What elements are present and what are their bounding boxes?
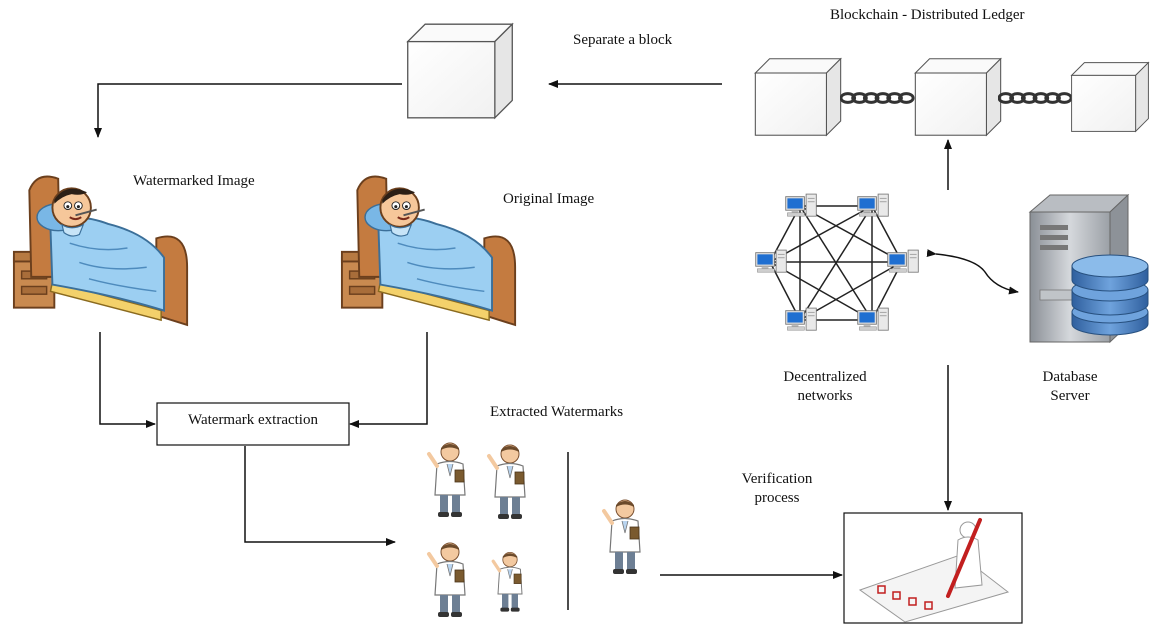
original-patient-image-icon: [340, 175, 517, 326]
ledger-block-3-icon: [1071, 62, 1149, 132]
computer-node-icon: [857, 193, 889, 217]
ledger-block-2-icon: [914, 58, 1002, 136]
computer-node-icon: [755, 249, 787, 273]
database-server-line2: Server: [1050, 388, 1090, 404]
decentralized-network: [755, 193, 919, 331]
watermark-extraction-label: Watermark extraction: [188, 412, 318, 428]
computer-node-icon: [857, 307, 889, 331]
extracted-watermarks-label: Extracted Watermarks: [490, 404, 624, 420]
connectors: [94, 80, 1019, 610]
computer-node-icon: [785, 193, 817, 217]
original-image-label: Original Image: [503, 191, 595, 207]
verification-process-line1: Verification: [741, 471, 813, 487]
watermark-extraction-box: [156, 402, 350, 446]
doctor-watermark-2-icon: [487, 443, 527, 521]
chain-link-icon: [998, 92, 1073, 104]
watermarked-patient-image-icon: [12, 175, 189, 326]
ledger-block-1-icon: [754, 58, 842, 136]
watermarked-image-label: Watermarked Image: [133, 173, 255, 189]
database-server-label: Database Server: [1025, 368, 1115, 406]
doctor-watermark-3-icon: [427, 541, 467, 619]
computer-node-icon: [785, 307, 817, 331]
blockchain-ledger-label: Blockchain - Distributed Ledger: [830, 7, 1025, 23]
decentralized-networks-label: Decentralized networks: [770, 368, 880, 406]
separate-block-label: Separate a block: [573, 32, 673, 48]
doctor-watermark-single-icon: [602, 498, 642, 576]
doctor-watermark-4-icon: [491, 550, 524, 614]
separated-block-icon: [407, 23, 513, 119]
verification-process-line2: process: [754, 490, 800, 506]
database-server-line1: Database: [1042, 369, 1098, 385]
checklist-verification-icon: [858, 518, 1010, 623]
database-server-icon: [1028, 193, 1149, 344]
computer-node-icon: [887, 249, 919, 273]
decentralized-networks-line2: networks: [797, 388, 853, 404]
blockchain-chain: [754, 58, 1149, 136]
verification-process-label: Verification process: [722, 470, 832, 508]
decentralized-networks-line1: Decentralized: [783, 369, 867, 385]
chain-link-icon: [840, 92, 915, 104]
doctor-watermark-1-icon: [427, 441, 467, 519]
